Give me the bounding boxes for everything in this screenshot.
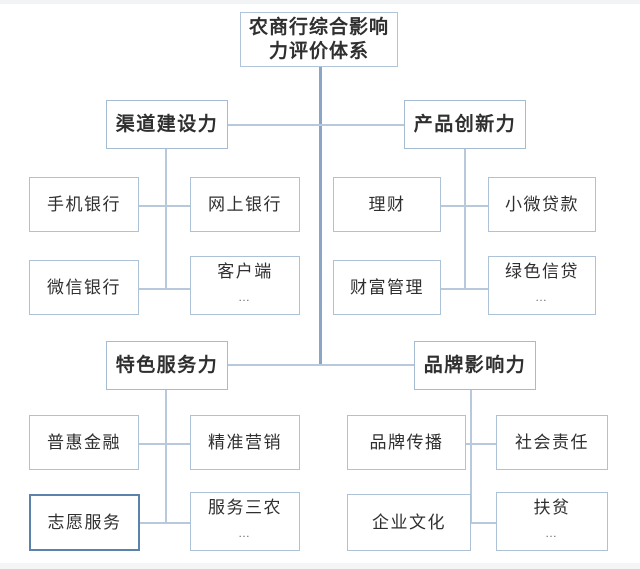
- node-leaf-online-bank-label: 网上银行: [208, 194, 282, 214]
- node-leaf-client-app-ellipsis: …: [238, 289, 252, 304]
- node-leaf-volunteer-service[interactable]: 志愿服务: [29, 494, 140, 551]
- node-leaf-precision-marketing-label: 精准营销: [208, 432, 282, 452]
- node-leaf-rural-service-ellipsis: …: [238, 525, 252, 540]
- connector-service-leaf4: [165, 522, 190, 524]
- connector-product-leaf3: [441, 288, 465, 290]
- node-leaf-mobile-bank-label: 手机银行: [47, 194, 121, 214]
- node-leaf-wealth-product-label: 理财: [368, 194, 406, 214]
- node-branch-product[interactable]: 产品创新力: [404, 100, 526, 149]
- node-leaf-poverty-alleviation-ellipsis: …: [545, 525, 559, 540]
- node-branch-brand[interactable]: 品牌影响力: [414, 341, 536, 390]
- node-leaf-green-credit[interactable]: 绿色信贷 …: [488, 256, 596, 315]
- node-leaf-poverty-alleviation[interactable]: 扶贫 …: [496, 492, 608, 551]
- connector-product-leaf4: [464, 288, 488, 290]
- node-leaf-client-app-label: 客户端: [217, 262, 273, 281]
- node-leaf-wealth-management[interactable]: 财富管理: [333, 260, 441, 315]
- node-leaf-brand-communication-label: 品牌传播: [369, 432, 444, 452]
- node-leaf-wealth-management-label: 财富管理: [350, 277, 424, 297]
- node-leaf-brand-communication[interactable]: 品牌传播: [347, 415, 466, 470]
- node-leaf-micro-loan[interactable]: 小微贷款: [488, 177, 596, 232]
- node-leaf-volunteer-service-label: 志愿服务: [47, 512, 122, 532]
- node-leaf-precision-marketing[interactable]: 精准营销: [190, 415, 300, 470]
- node-leaf-client-app[interactable]: 客户端 …: [190, 256, 300, 315]
- connector-channel-leaf2: [165, 205, 190, 207]
- connector-channel-leaf1: [139, 205, 166, 207]
- connector-service-leaf3: [140, 522, 166, 524]
- connector-branch-brand-drop: [470, 390, 472, 523]
- connector-service-leaf1: [139, 443, 166, 445]
- connector-branch-service-drop: [165, 390, 167, 523]
- node-branch-service[interactable]: 特色服务力: [106, 341, 228, 390]
- node-leaf-social-responsibility-label: 社会责任: [515, 432, 589, 452]
- node-leaf-wealth-product[interactable]: 理财: [333, 177, 441, 232]
- top-edge-strip: [0, 0, 640, 4]
- connector-brand-leaf4: [470, 522, 496, 524]
- node-leaf-online-bank[interactable]: 网上银行: [190, 177, 300, 232]
- node-leaf-micro-loan-label: 小微贷款: [505, 194, 579, 214]
- bottom-edge-strip: [0, 563, 640, 569]
- node-leaf-inclusive-finance-label: 普惠金融: [47, 432, 121, 452]
- node-branch-channel-label: 渠道建设力: [115, 113, 219, 135]
- connector-level2-bottom-horizontal: [228, 364, 414, 366]
- connector-branch-product-drop: [464, 148, 466, 289]
- node-branch-service-label: 特色服务力: [115, 354, 219, 376]
- node-root-label: 农商行综合影响力评价体系: [248, 16, 389, 62]
- node-leaf-wechat-bank-label: 微信银行: [47, 277, 121, 297]
- node-branch-brand-label: 品牌影响力: [423, 354, 527, 376]
- connector-brand-leaf2: [470, 443, 496, 445]
- node-leaf-rural-service[interactable]: 服务三农 …: [190, 492, 300, 551]
- node-leaf-social-responsibility[interactable]: 社会责任: [496, 415, 608, 470]
- connector-level2-top-horizontal: [228, 124, 410, 126]
- connector-service-leaf2: [165, 443, 190, 445]
- connector-product-leaf2: [464, 205, 488, 207]
- node-leaf-corporate-culture[interactable]: 企业文化: [347, 494, 471, 551]
- connector-branch-channel-drop: [165, 148, 167, 289]
- node-root[interactable]: 农商行综合影响力评价体系: [240, 12, 398, 67]
- connector-spine-vertical: [319, 66, 322, 365]
- node-leaf-poverty-alleviation-label: 扶贫: [533, 498, 571, 517]
- node-leaf-corporate-culture-label: 企业文化: [372, 512, 446, 532]
- node-leaf-green-credit-label: 绿色信贷: [505, 262, 579, 281]
- connector-channel-leaf3: [139, 288, 166, 290]
- node-leaf-inclusive-finance[interactable]: 普惠金融: [29, 415, 139, 470]
- connector-channel-leaf4: [165, 288, 190, 290]
- node-leaf-mobile-bank[interactable]: 手机银行: [29, 177, 139, 232]
- node-branch-channel[interactable]: 渠道建设力: [106, 100, 228, 149]
- node-leaf-wechat-bank[interactable]: 微信银行: [29, 260, 139, 315]
- node-branch-product-label: 产品创新力: [413, 113, 517, 135]
- node-leaf-green-credit-ellipsis: …: [535, 289, 549, 304]
- node-leaf-rural-service-label: 服务三农: [208, 498, 282, 517]
- connector-product-leaf1: [441, 205, 465, 207]
